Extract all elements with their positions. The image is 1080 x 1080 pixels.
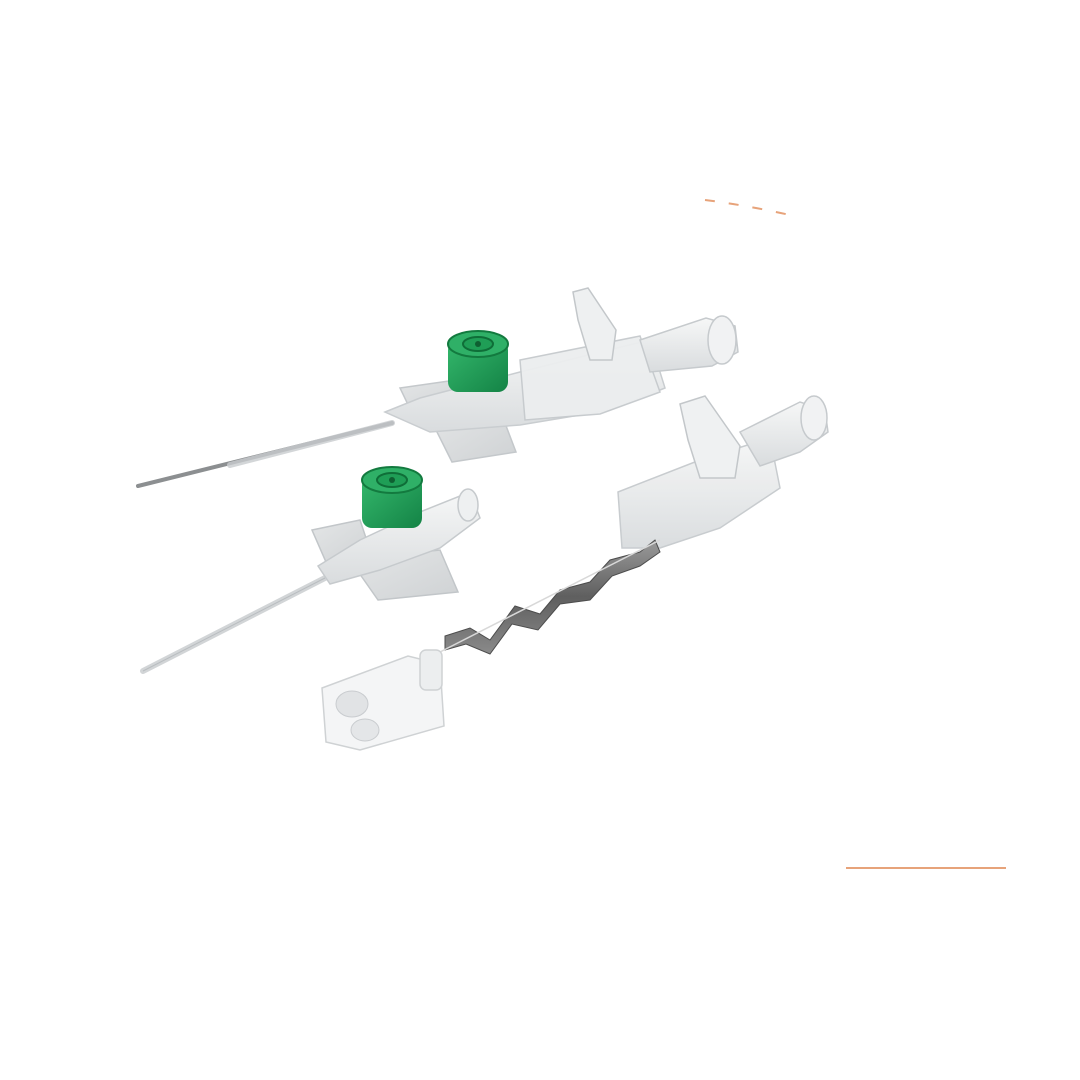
- catheter-hub: [316, 491, 481, 585]
- clip-rear-luer-cap: [800, 395, 828, 441]
- iv-cannula-assembled: [136, 287, 739, 488]
- front-block-collar: [419, 649, 443, 691]
- orange-accent-top: [704, 199, 791, 216]
- iv-cannula-catheter: [140, 466, 481, 674]
- rear-luer-cap: [707, 315, 737, 365]
- clip-housing-fin: [679, 395, 741, 479]
- metal-strip: [444, 539, 661, 655]
- front-block-hole-1: [335, 690, 369, 718]
- injection-port-cap-2: [361, 466, 423, 528]
- front-block-hole-2: [350, 718, 380, 742]
- catheter-sheath: [227, 420, 395, 468]
- guide-wire: [439, 539, 661, 653]
- injection-port-cap-1: [447, 330, 509, 392]
- catheter-tube-edge: [142, 577, 326, 672]
- safety-clip-fin: [572, 287, 617, 361]
- flash-chamber: [519, 335, 661, 421]
- needle-safety-clip-unit: [321, 395, 829, 751]
- catheter-hub-end: [457, 488, 479, 522]
